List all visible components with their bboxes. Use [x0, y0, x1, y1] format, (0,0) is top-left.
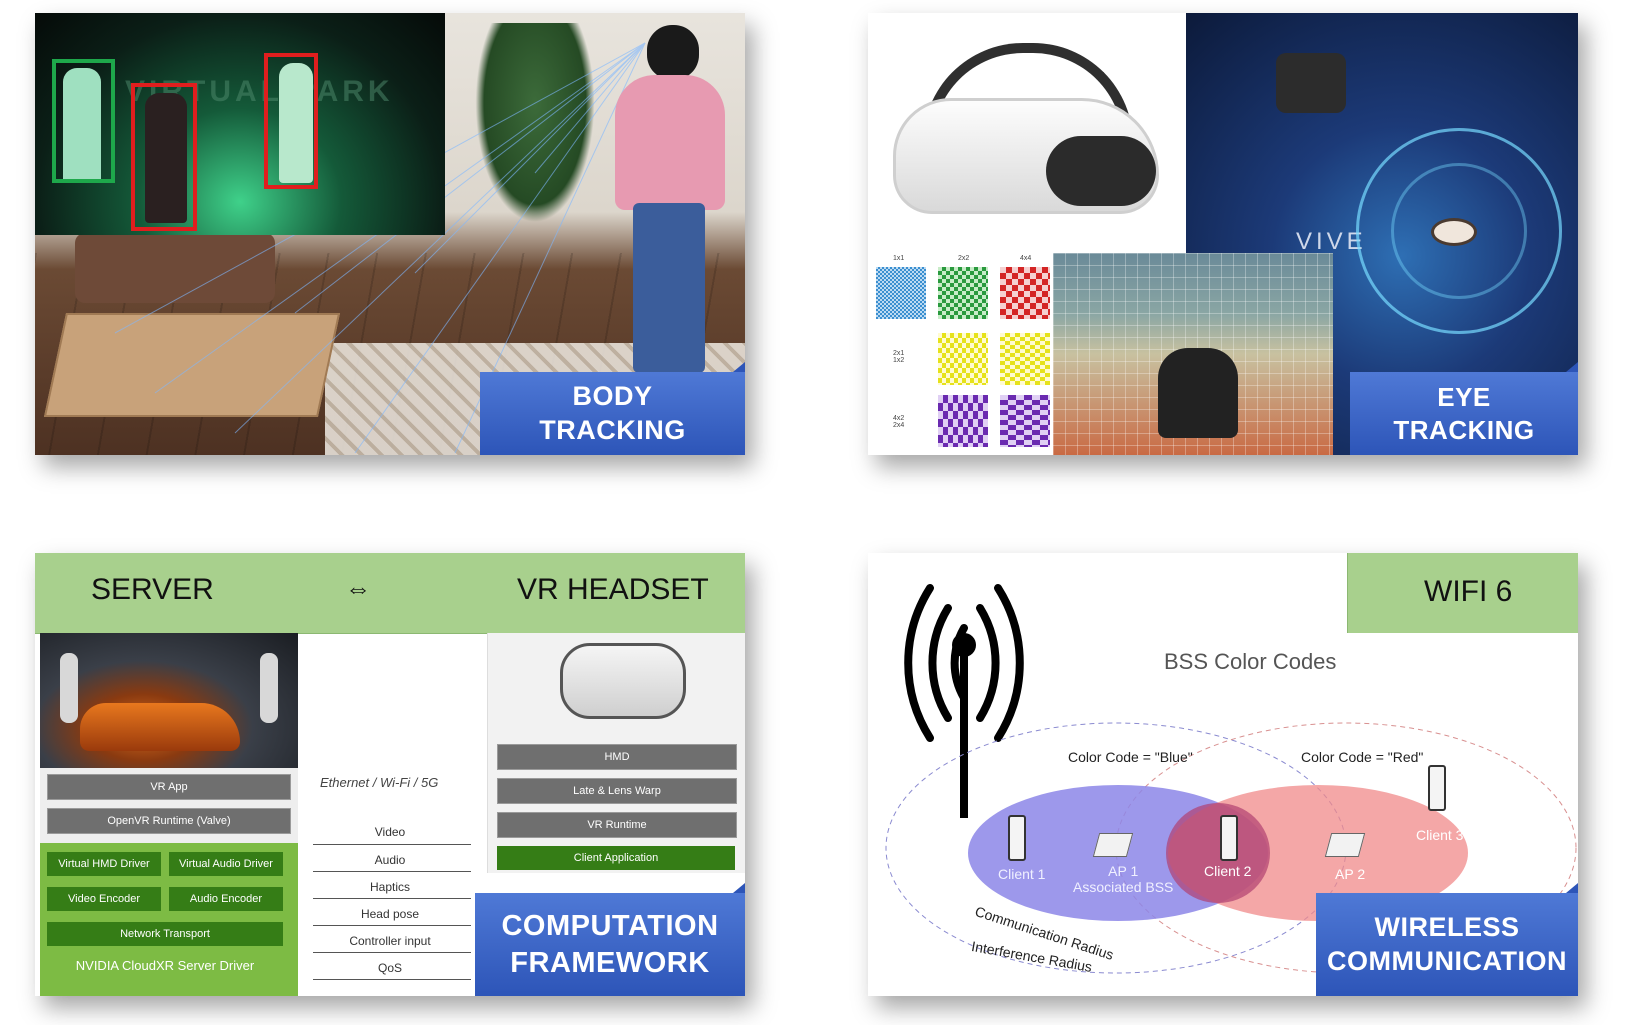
tracked-person: [145, 93, 187, 223]
checker-tile: [938, 267, 988, 319]
computation-framework-panel: SERVER ⇔ VR HEADSET VR App OpenVR Runtim…: [35, 553, 745, 996]
vr-user-torso: [615, 75, 725, 210]
bidirectional-arrow-icon: ⇔: [345, 573, 371, 603]
phone-icon: [1220, 815, 1238, 861]
lens-warp-box: Late & Lens Warp: [497, 778, 737, 804]
phone-icon: [1428, 765, 1446, 811]
client2-label: Client 2: [1204, 863, 1252, 879]
blue-color-code: Color Code = "Blue": [1068, 749, 1193, 765]
stream-label: Video: [374, 825, 406, 839]
router-icon: [1324, 833, 1366, 857]
virtual-park-inset: VIRTUAL PARK: [35, 13, 445, 235]
wifi6-header: WIFI 6: [1347, 553, 1578, 633]
checker-tile: [1000, 395, 1050, 447]
framework-header: SERVER ⇔ VR HEADSET: [35, 553, 745, 634]
client-application-box: Client Application: [497, 846, 735, 870]
eye-icon: [1431, 218, 1477, 246]
vr-headset-image: [560, 643, 686, 719]
eye-tracking-label: EYE TRACKING: [1350, 362, 1578, 455]
foveated-game-screenshot: [1053, 253, 1333, 455]
checker-tile: [938, 395, 988, 447]
vr-app-box: VR App: [47, 774, 291, 800]
car-image: [1158, 348, 1238, 438]
stream-arrow: [313, 925, 471, 926]
bounding-box-green: [52, 59, 115, 183]
computation-framework-label: COMPUTATION FRAMEWORK: [475, 883, 745, 996]
variable-rate-shading-grid: 1x1 2x2 4x4 2x1 1x2 4x2 2x4: [868, 245, 1053, 455]
driver-box: Video Encoder: [47, 887, 161, 911]
standalone-headset-image: [893, 98, 1159, 214]
body-tracking-label: BODY TRACKING: [480, 362, 745, 455]
stream-label: Haptics: [369, 880, 410, 894]
hud-ring: [1391, 163, 1527, 299]
ap1-label: AP 1 Associated BSS: [1073, 863, 1174, 895]
stream-label: Head pose: [360, 907, 420, 921]
client3-label: Client 3: [1416, 827, 1464, 843]
grid-label: 4x2 2x4: [893, 415, 905, 429]
sofa-image: [75, 233, 275, 303]
plant-image: [475, 23, 595, 223]
cloudxr-footer: NVIDIA CloudXR Server Driver: [75, 958, 255, 973]
grid-label: 1x1: [893, 255, 905, 262]
vr-user-head: [647, 25, 699, 80]
openvr-runtime-box: OpenVR Runtime (Valve): [47, 808, 291, 834]
bss-title: BSS Color Codes: [1164, 649, 1337, 674]
stream-arrow: [313, 898, 471, 899]
vive-brand: VIVE: [1296, 228, 1367, 255]
bounding-box-red: [264, 53, 318, 189]
body-tracking-panel: VIRTUAL PARK BODY TRACKING: [35, 13, 745, 455]
ap2-label: AP 2: [1335, 866, 1366, 882]
eye-tracking-panel: VIVE 1x1 2x2 4x4 2x1 1x2 4x2 2x4 EYE TRA…: [868, 13, 1578, 455]
hud-ring: [1356, 128, 1562, 334]
grid-label: 2x2: [958, 255, 970, 262]
driver-box: Virtual Audio Driver: [169, 852, 283, 876]
vr-user-legs: [633, 203, 705, 373]
bounding-box-red: [131, 83, 197, 231]
tracked-person: [279, 63, 313, 183]
router-icon: [1092, 833, 1134, 857]
checker-tile: [1000, 333, 1050, 385]
stream-label: QoS: [377, 961, 402, 975]
hmd-box: HMD: [497, 744, 737, 770]
stream-arrow: [313, 844, 471, 845]
phone-icon: [1008, 815, 1026, 861]
wifi6-label: WIFI 6: [1424, 575, 1513, 608]
stream-arrow: [313, 871, 471, 872]
vive-logo-icon: [1276, 53, 1346, 113]
link-medium: Ethernet / Wi-Fi / 5G: [320, 775, 439, 790]
grid-label: 4x4: [1020, 255, 1032, 262]
server-heading: SERVER: [91, 573, 214, 606]
client1-label: Client 1: [998, 866, 1046, 882]
driver-box: Audio Encoder: [169, 887, 283, 911]
antenna-icon: [904, 584, 1024, 818]
red-color-code: Color Code = "Red": [1301, 749, 1424, 765]
grid-label: 2x1 1x2: [893, 350, 905, 364]
vr-runtime-box: VR Runtime: [497, 812, 737, 838]
wireless-communication-label: WIRELESS COMMUNICATION: [1316, 883, 1578, 996]
stream-arrow: [313, 952, 471, 953]
checker-tile: [1000, 267, 1050, 319]
checker-tile: [938, 333, 988, 385]
stream-arrow: [313, 979, 471, 980]
wireless-communication-panel: WIFI 6 BSS Color Codes Color Code = "Blu…: [868, 553, 1578, 996]
stream-label: Controller input: [349, 934, 431, 948]
driver-box: Virtual HMD Driver: [47, 852, 161, 876]
headset-heading: VR HEADSET: [517, 573, 709, 606]
stream-label: Audio: [374, 853, 406, 867]
tracked-person: [63, 68, 101, 183]
checker-tile: [876, 267, 926, 319]
driver-box: Network Transport: [47, 922, 283, 946]
car-render-image: [40, 633, 298, 768]
